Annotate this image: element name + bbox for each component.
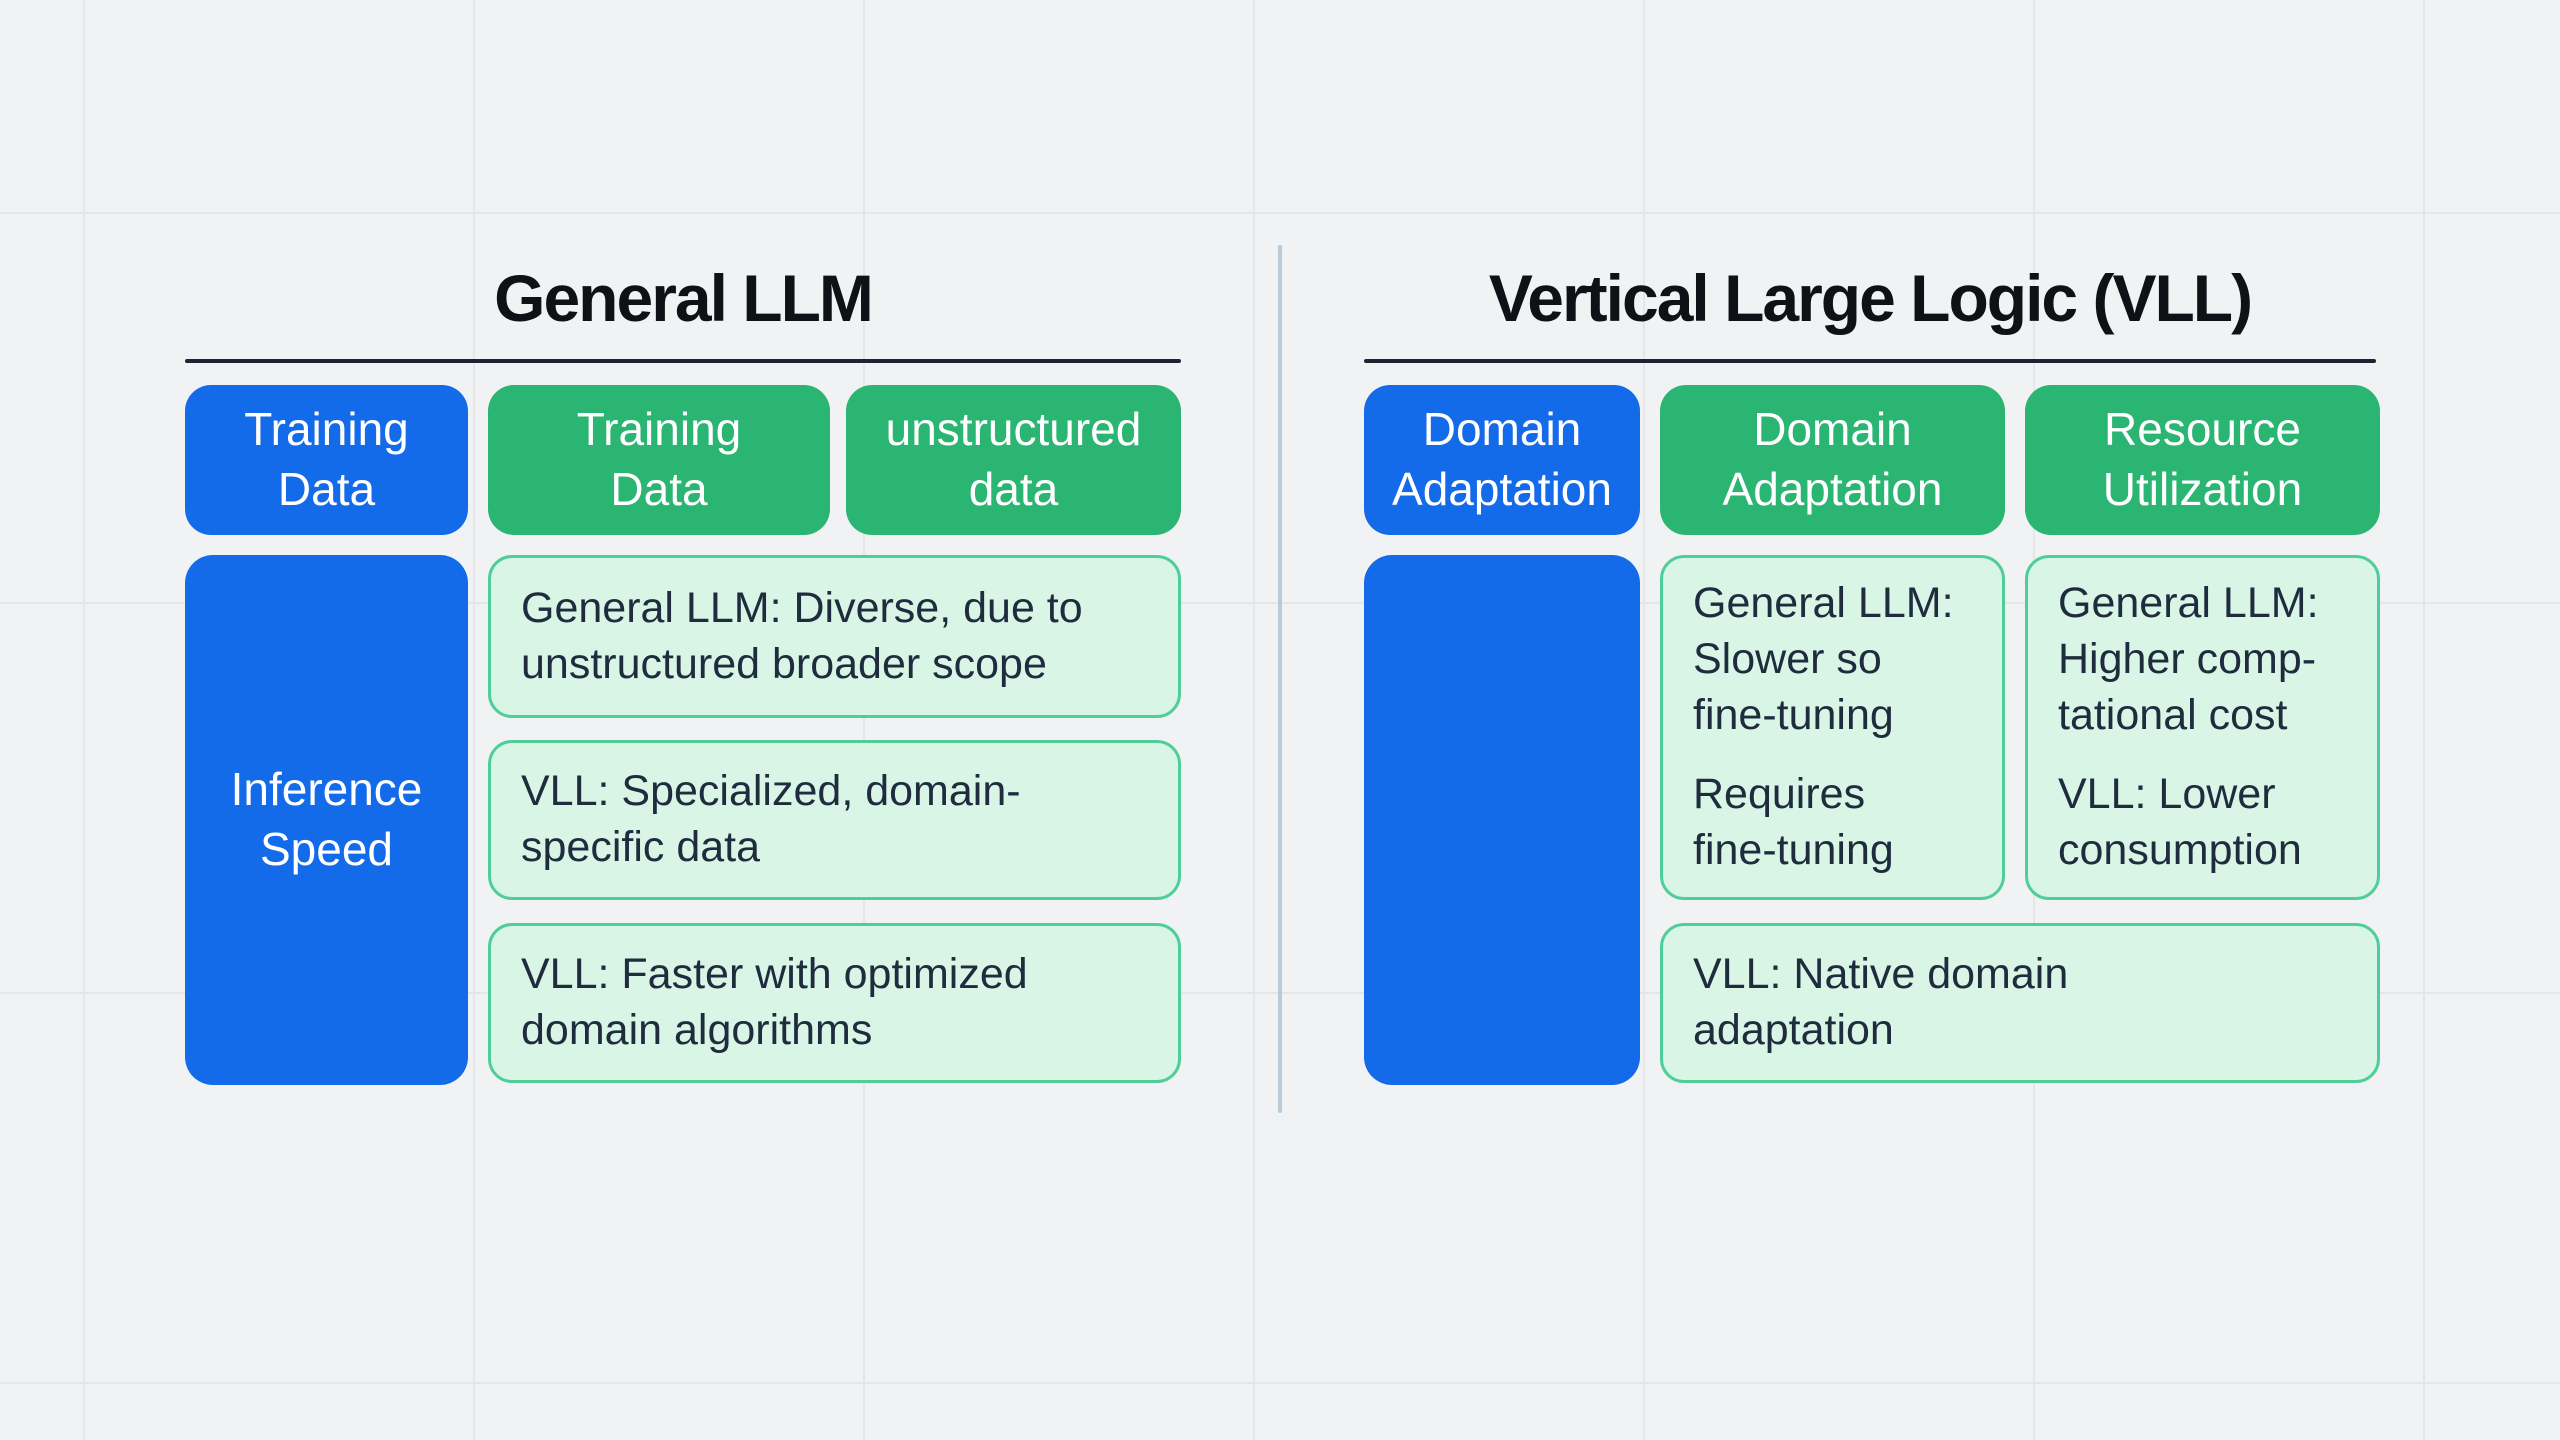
right-title-underline xyxy=(1364,359,2376,363)
right-cell-computational-cost: General LLM: Higher comp- tational cost … xyxy=(2025,555,2380,900)
right-header-domain-adaptation-blue: Domain Adaptation xyxy=(1364,385,1640,535)
panel-divider xyxy=(1278,245,1282,1113)
cell-paragraph: General LLM: Slower so fine-tuning xyxy=(1693,578,1954,739)
cell-paragraph: VLL: Specialized, domain- specific data xyxy=(521,767,1021,871)
left-cell-specialized-data: VLL: Specialized, domain- specific data xyxy=(488,740,1181,900)
right-cell-slower-fine-tuning: General LLM: Slower so fine-tuning Requi… xyxy=(1660,555,2005,900)
left-cell-faster-algorithms: VLL: Faster with optimized domain algori… xyxy=(488,923,1181,1083)
cell-paragraph: VLL: Lower consumption xyxy=(2058,770,2302,875)
cell-paragraph: General LLM: Diverse, due to unstructure… xyxy=(521,583,1083,688)
left-header-unstructured-data: unstructured data xyxy=(846,385,1181,535)
cell-paragraph: VLL: Faster with optimized domain algori… xyxy=(521,950,1028,1054)
cell-paragraph: General LLM: Higher comp- tational cost xyxy=(2058,578,2319,739)
cell-paragraph: Requires fine-tuning xyxy=(1693,770,1894,875)
left-header-training-data-blue: Training Data xyxy=(185,385,468,535)
left-panel-title: General LLM xyxy=(494,261,874,335)
cell-paragraph: VLL: Native domain adaptation xyxy=(1693,950,2069,1054)
left-row-header-inference-speed: Inference Speed xyxy=(185,555,468,1085)
left-title-underline xyxy=(185,359,1181,363)
left-cell-diverse-scope: General LLM: Diverse, due to unstructure… xyxy=(488,555,1181,718)
right-cell-native-domain-adaptation: VLL: Native domain adaptation xyxy=(1660,923,2380,1083)
left-header-training-data-green: Training Data xyxy=(488,385,830,535)
right-row-header-empty xyxy=(1364,555,1640,1085)
right-panel-title: Vertical Large Logic (VLL) xyxy=(1488,261,2253,335)
right-header-resource-utilization: Resource Utilization xyxy=(2025,385,2380,535)
right-header-domain-adaptation-green: Domain Adaptation xyxy=(1660,385,2005,535)
